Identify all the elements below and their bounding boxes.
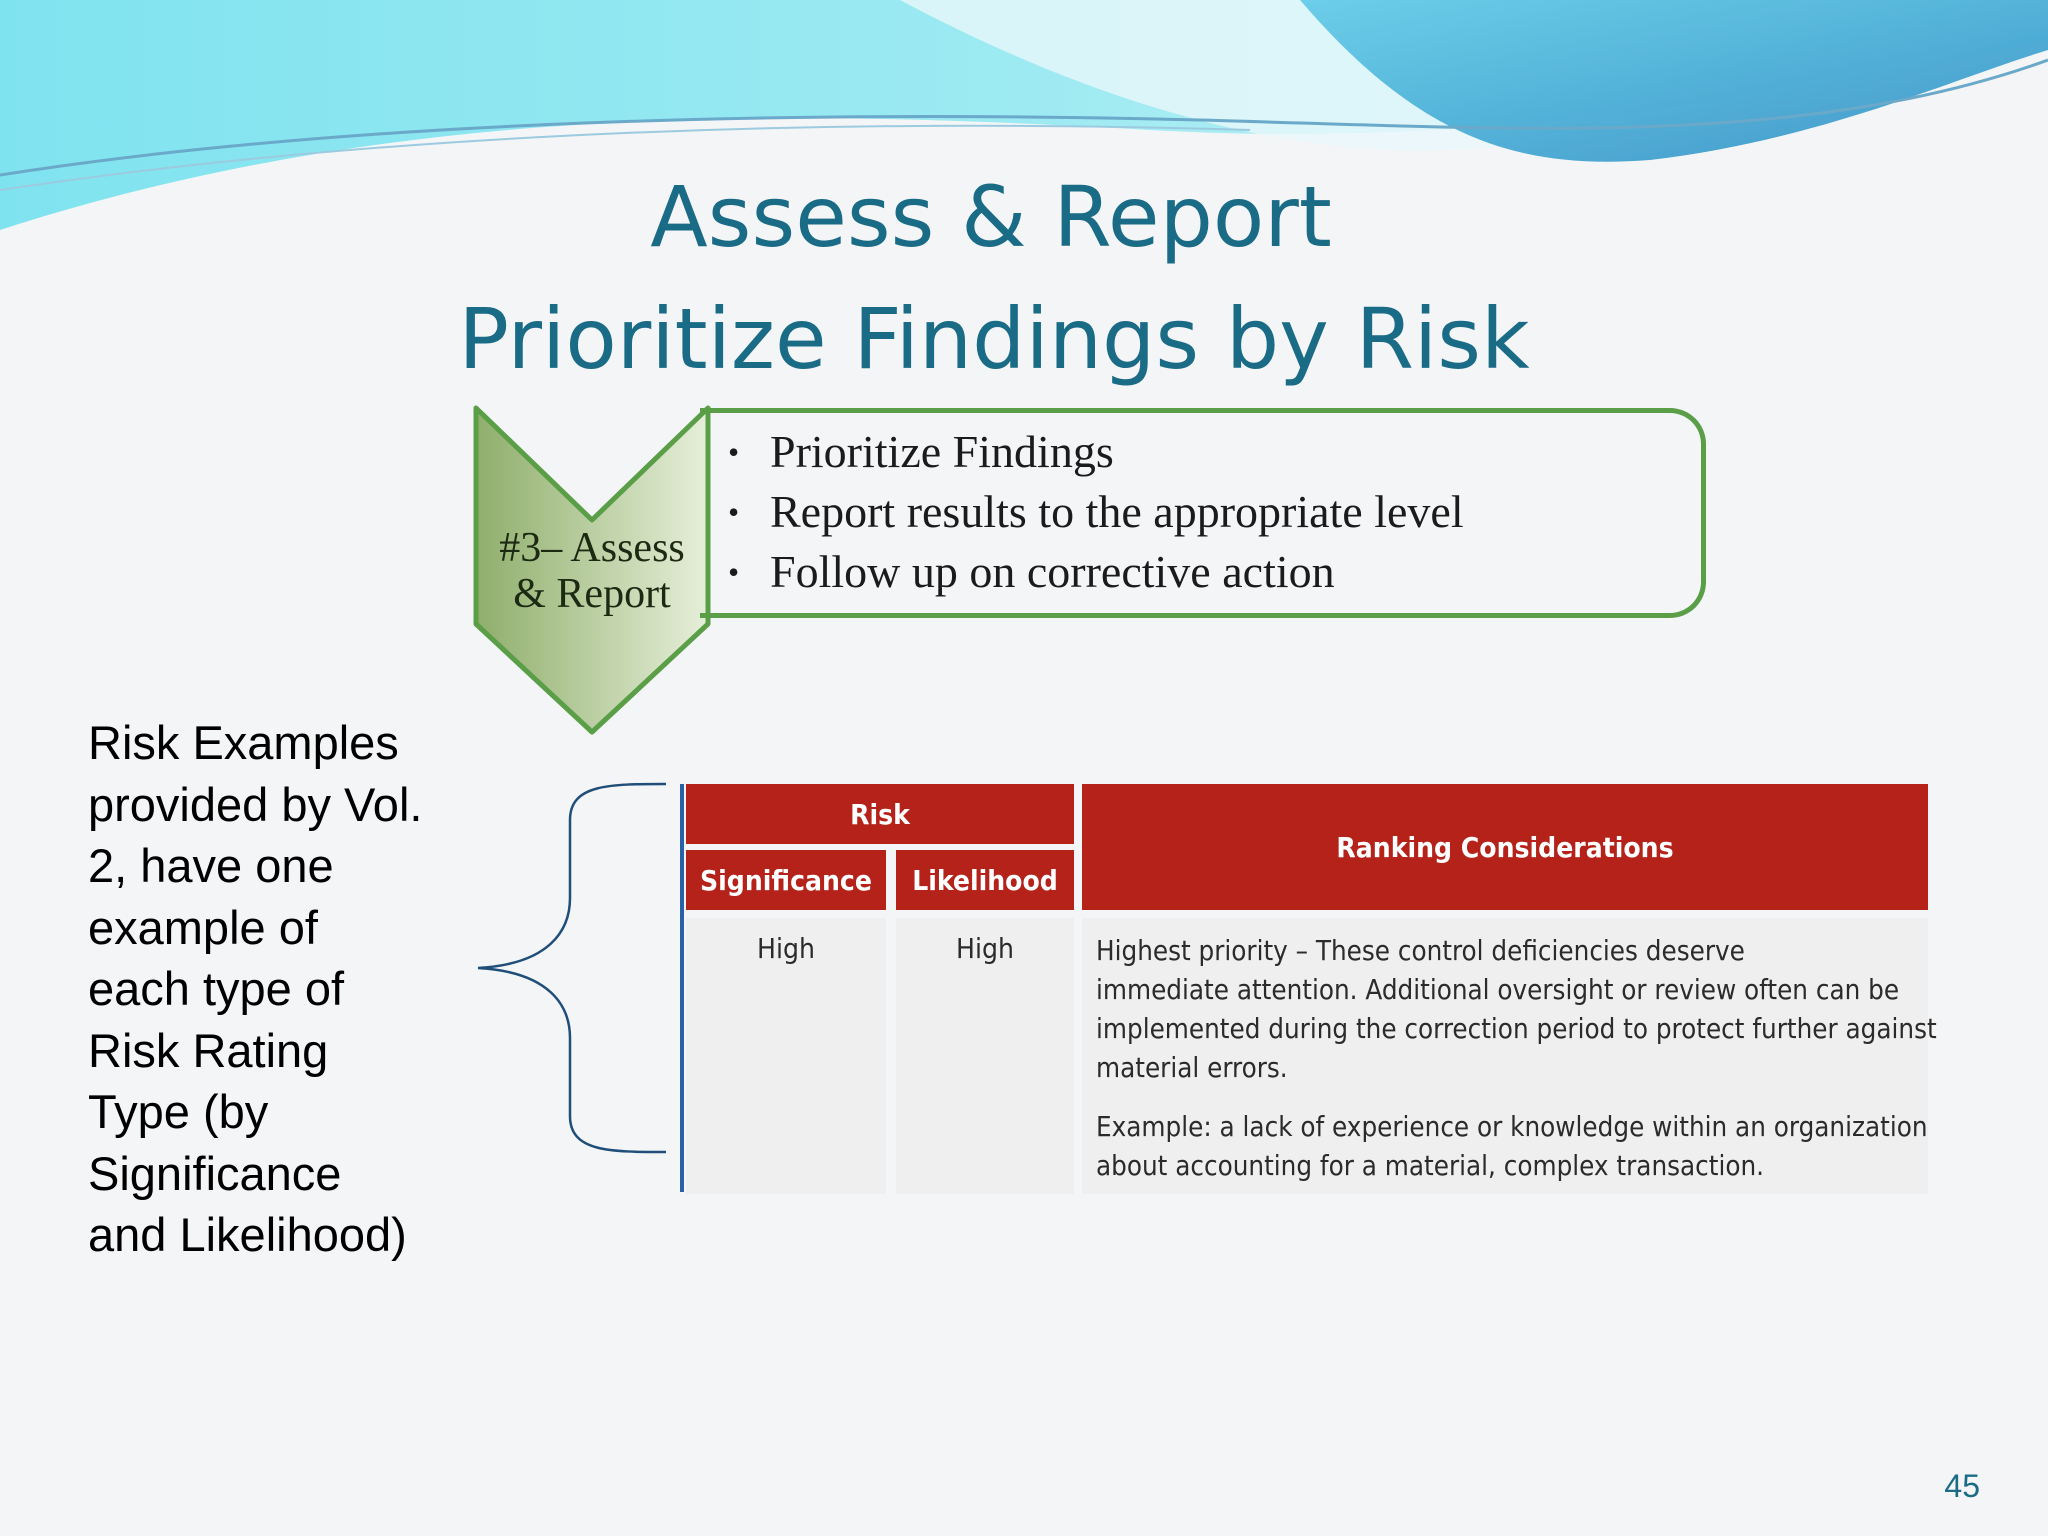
note-line: Significance	[88, 1146, 342, 1200]
bullet-dot-icon: •	[728, 434, 740, 470]
curly-brace-icon	[477, 782, 667, 1154]
bullet-dot-icon: •	[728, 494, 740, 530]
table-left-rule	[680, 784, 684, 1192]
note-line: Type (by	[88, 1085, 269, 1138]
bullet-item: • Report results to the appropriate level	[728, 482, 1464, 542]
example-line: Example: a lack of experience or knowled…	[1096, 1111, 1928, 1143]
header-wave-decoration	[0, 0, 2048, 230]
col-header-significance: Significance	[686, 850, 886, 910]
risk-group-header: Risk	[686, 784, 1074, 844]
bullet-text: Report results to the appropriate level	[770, 486, 1464, 537]
note-line: and Likelihood)	[88, 1208, 407, 1261]
note-line: each type of	[88, 962, 345, 1015]
slide-title-line-2: Prioritize Findings by Risk	[458, 290, 1530, 388]
consideration-line: immediate attention. Additional oversigh…	[1096, 974, 1900, 1006]
step-bullet-list: • Prioritize Findings • Report results to …	[728, 422, 1464, 602]
note-line: Risk Rating	[88, 1023, 329, 1077]
col-header-ranking-considerations: Ranking Considerations	[1082, 784, 1928, 910]
step-chevron-label: #3– Assess & Report	[476, 525, 708, 617]
note-line: Risk Examples	[88, 716, 399, 769]
risk-ranking-table: Risk Significance Likelihood Ranking Con…	[682, 784, 1937, 1194]
step-chevron-shape	[473, 405, 711, 735]
cell-significance: High	[686, 918, 886, 1194]
bullet-text: Follow up on corrective action	[770, 546, 1335, 597]
note-line: provided by Vol.	[88, 777, 423, 831]
slide-title-line-1: Assess & Report	[650, 168, 1332, 266]
bullet-dot-icon: •	[728, 554, 740, 590]
paragraph-spacer	[1096, 1088, 1928, 1108]
example-line: about accounting for a material, complex…	[1096, 1150, 1765, 1182]
note-line: example of	[88, 900, 318, 954]
consideration-line: implemented during the correction period…	[1096, 1013, 1937, 1045]
bullet-item: • Prioritize Findings	[728, 422, 1464, 482]
page-number: 45	[1944, 1468, 1980, 1504]
cell-ranking-considerations: Highest priority – These control deficie…	[1082, 918, 1937, 1194]
step-bullet-box	[700, 408, 1706, 618]
col-header-likelihood: Likelihood	[896, 850, 1074, 910]
chevron-label-line-2: & Report	[513, 571, 671, 617]
cell-likelihood: High	[896, 918, 1074, 1194]
bullet-item: • Follow up on corrective action	[728, 542, 1464, 602]
risk-examples-note: Risk Examples provided by Vol. 2, have o…	[88, 712, 488, 1266]
consideration-line: material errors.	[1096, 1052, 1288, 1084]
note-line: 2, have one	[88, 839, 334, 892]
bullet-text: Prioritize Findings	[770, 426, 1114, 477]
chevron-label-line-1: #3– Assess	[499, 525, 685, 571]
consideration-line: Highest priority – These control deficie…	[1096, 935, 1745, 967]
